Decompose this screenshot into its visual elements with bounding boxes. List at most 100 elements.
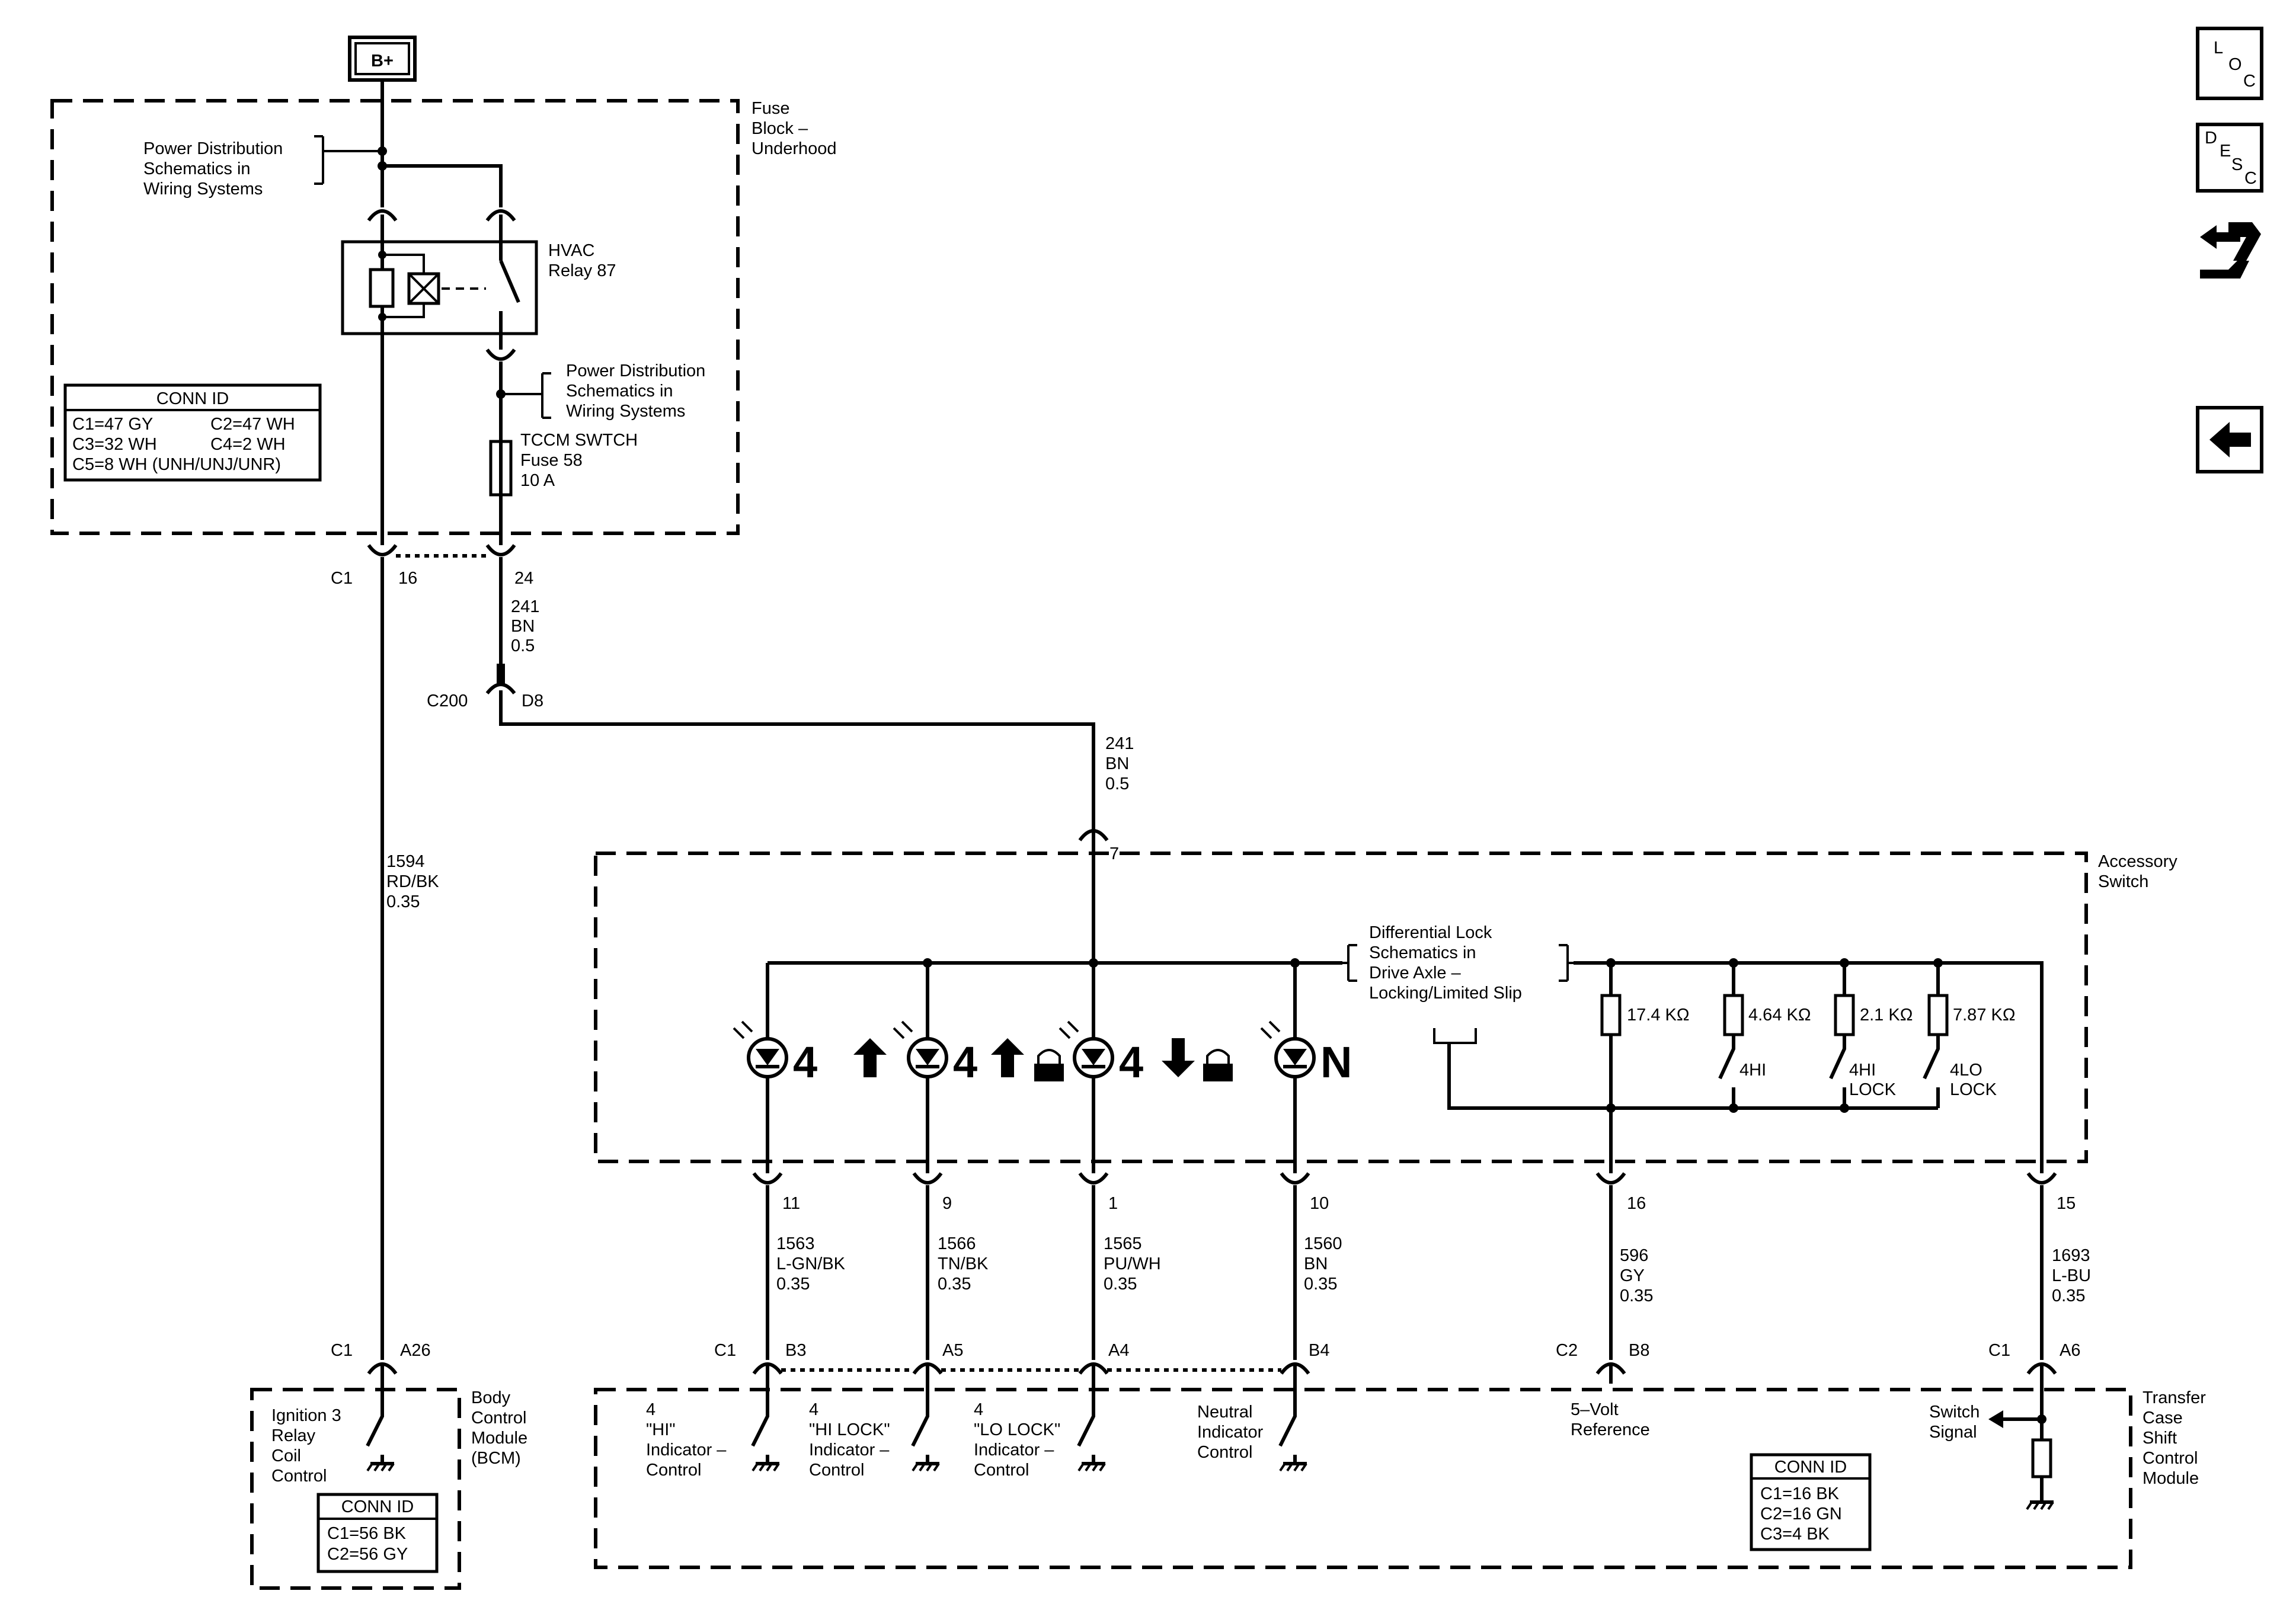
accessory-switch-title: Accessory Switch (2098, 852, 2177, 891)
wire-1565-label: 1565 PU/WH 0.35 (1104, 1234, 1161, 1294)
svg-text:4LO: 4LO (1950, 1061, 1982, 1080)
connector-icon[interactable] (2200, 222, 2261, 279)
signal-arrow-icon (1988, 1410, 2003, 1428)
svg-text:1594: 1594 (386, 852, 425, 871)
loc-button[interactable]: L O C (2196, 27, 2263, 100)
svg-text:0.35: 0.35 (776, 1275, 810, 1294)
svg-text:0.35: 0.35 (1104, 1275, 1137, 1294)
ground-icon (366, 1462, 395, 1472)
svg-text:LOCK: LOCK (1849, 1080, 1897, 1099)
svg-text:Indicator –: Indicator – (646, 1441, 727, 1459)
svg-text:4: 4 (974, 1400, 983, 1419)
acc-pin-9: 9 (942, 1194, 952, 1213)
fuse-block-pin-16: 16 (398, 569, 417, 588)
svg-text:2.1 KΩ: 2.1 KΩ (1860, 1006, 1913, 1025)
tccm-neutral-switch (1278, 1366, 1307, 1472)
svg-text:Body: Body (471, 1388, 511, 1407)
svg-text:Fuse 58: Fuse 58 (520, 451, 583, 470)
svg-text:0.5: 0.5 (511, 636, 535, 655)
tccm-pin-a4: A4 (1108, 1341, 1129, 1360)
tccm-4hi-lock-switch (911, 1366, 940, 1472)
indicator-4hi: 4 (733, 963, 887, 1173)
fuse-block-conn-c1: C1 (331, 569, 353, 588)
tccm-pin-b8: B8 (1629, 1341, 1649, 1360)
svg-text:Module: Module (2142, 1469, 2199, 1488)
fuse-58-label: TCCM SWTCH Fuse 58 10 A (520, 431, 638, 490)
svg-text:Control: Control (271, 1467, 327, 1486)
tccm-conn-c1-right: C1 (1988, 1341, 2010, 1360)
svg-text:BN: BN (1304, 1254, 1328, 1273)
svg-text:LOCK: LOCK (1950, 1080, 1997, 1099)
tccm-title: Transfer Case Shift Control Module (2142, 1388, 2206, 1488)
indicator-4lo-lock: 4 (1059, 1020, 1233, 1087)
svg-text:CONN ID: CONN ID (341, 1497, 414, 1516)
svg-text:Relay: Relay (271, 1426, 316, 1445)
fuse-block-outline (50, 99, 740, 535)
resistor-7-87k-4lo-lock-switch: 7.87 KΩ 4LO LOCK (1923, 963, 2016, 1108)
svg-text:1566: 1566 (938, 1234, 976, 1253)
svg-text:10 A: 10 A (520, 471, 555, 490)
fuse-block-title: Fuse Block – Underhood (752, 99, 837, 158)
svg-text:C5=8 WH (UNH/UNJ/UNR): C5=8 WH (UNH/UNJ/UNR) (72, 455, 281, 474)
wire-1560-label: 1560 BN 0.35 (1304, 1234, 1342, 1294)
svg-text:Differential Lock: Differential Lock (1369, 923, 1492, 942)
svg-text:Module: Module (471, 1429, 527, 1448)
resistor-2-1k-4hi-lock-switch: 2.1 KΩ 4HI LOCK (1829, 963, 1913, 1108)
resistor-4-64k-4hi-switch: 4.64 KΩ 4HI (1718, 963, 1811, 1108)
up-arrow-icon (991, 1038, 1024, 1077)
down-arrow-icon (1162, 1038, 1195, 1077)
indicator-neutral: N (1260, 963, 1352, 1173)
svg-text:C4=2 WH: C4=2 WH (210, 435, 286, 454)
svg-text:Control: Control (471, 1409, 527, 1427)
bcm-input-label: Ignition 3 Relay Coil Control (271, 1406, 341, 1486)
svg-text:PU/WH: PU/WH (1104, 1254, 1161, 1273)
svg-text:Switch: Switch (1929, 1403, 1980, 1422)
svg-text:1560: 1560 (1304, 1234, 1342, 1253)
svg-text:7.87 KΩ: 7.87 KΩ (1953, 1006, 2016, 1025)
svg-text:0.35: 0.35 (938, 1275, 971, 1294)
lock-icon (1034, 1049, 1064, 1081)
svg-text:O: O (2228, 55, 2242, 74)
svg-text:Control: Control (2142, 1449, 2198, 1468)
desc-button[interactable]: D E S C (2196, 123, 2263, 193)
back-arrow-icon (2209, 422, 2251, 457)
svg-text:Schematics in: Schematics in (1369, 943, 1476, 962)
svg-text:BN: BN (1105, 754, 1129, 773)
indicator-4hi-lock: 4 (893, 963, 1064, 1173)
svg-text:0.35: 0.35 (1304, 1275, 1337, 1294)
wire-596-label: 596 GY 0.35 (1620, 1246, 1653, 1305)
svg-text:4.64 KΩ: 4.64 KΩ (1748, 1006, 1811, 1025)
svg-text:Indicator –: Indicator – (809, 1441, 890, 1459)
acc-pin-1: 1 (1108, 1194, 1118, 1213)
battery-label: B+ (371, 52, 394, 71)
back-button[interactable] (2196, 406, 2263, 473)
svg-text:CONN ID: CONN ID (156, 389, 229, 408)
svg-text:N: N (1320, 1038, 1352, 1087)
svg-text:BN: BN (511, 617, 535, 636)
tccm-neutral-label: Neutral Indicator Control (1197, 1403, 1264, 1462)
wire-1693-label: 1693 L-BU 0.35 (2052, 1246, 2091, 1305)
power-distribution-reference-top: Power Distribution Schematics in Wiring … (143, 139, 283, 199)
svg-text:C: C (2243, 72, 2256, 91)
svg-text:Schematics in: Schematics in (143, 159, 251, 178)
svg-text:C: C (2244, 169, 2257, 188)
svg-text:Case: Case (2142, 1409, 2183, 1427)
resistor-17-4k: 17.4 KΩ (1600, 963, 1690, 1173)
svg-text:Coil: Coil (271, 1446, 301, 1465)
tccm-4hi-label: 4 "HI" Indicator – Control (646, 1400, 727, 1480)
fuse-block-conn-id (63, 383, 322, 482)
fuse-block-pin-24: 24 (514, 569, 533, 588)
svg-text:596: 596 (1620, 1246, 1648, 1265)
svg-text:Drive Axle –: Drive Axle – (1369, 964, 1462, 982)
up-arrow-icon (853, 1038, 887, 1077)
svg-text:Relay 87: Relay 87 (548, 261, 616, 280)
svg-text:1565: 1565 (1104, 1234, 1142, 1253)
svg-text:GY: GY (1620, 1266, 1645, 1285)
svg-text:Accessory: Accessory (2098, 852, 2177, 871)
svg-text:C3=32 WH: C3=32 WH (72, 435, 157, 454)
svg-text:Switch: Switch (2098, 872, 2148, 891)
svg-text:Power Distribution: Power Distribution (143, 139, 283, 158)
svg-text:RD/BK: RD/BK (386, 872, 439, 891)
svg-text:Neutral: Neutral (1197, 1403, 1253, 1422)
svg-text:L-GN/BK: L-GN/BK (776, 1254, 846, 1273)
